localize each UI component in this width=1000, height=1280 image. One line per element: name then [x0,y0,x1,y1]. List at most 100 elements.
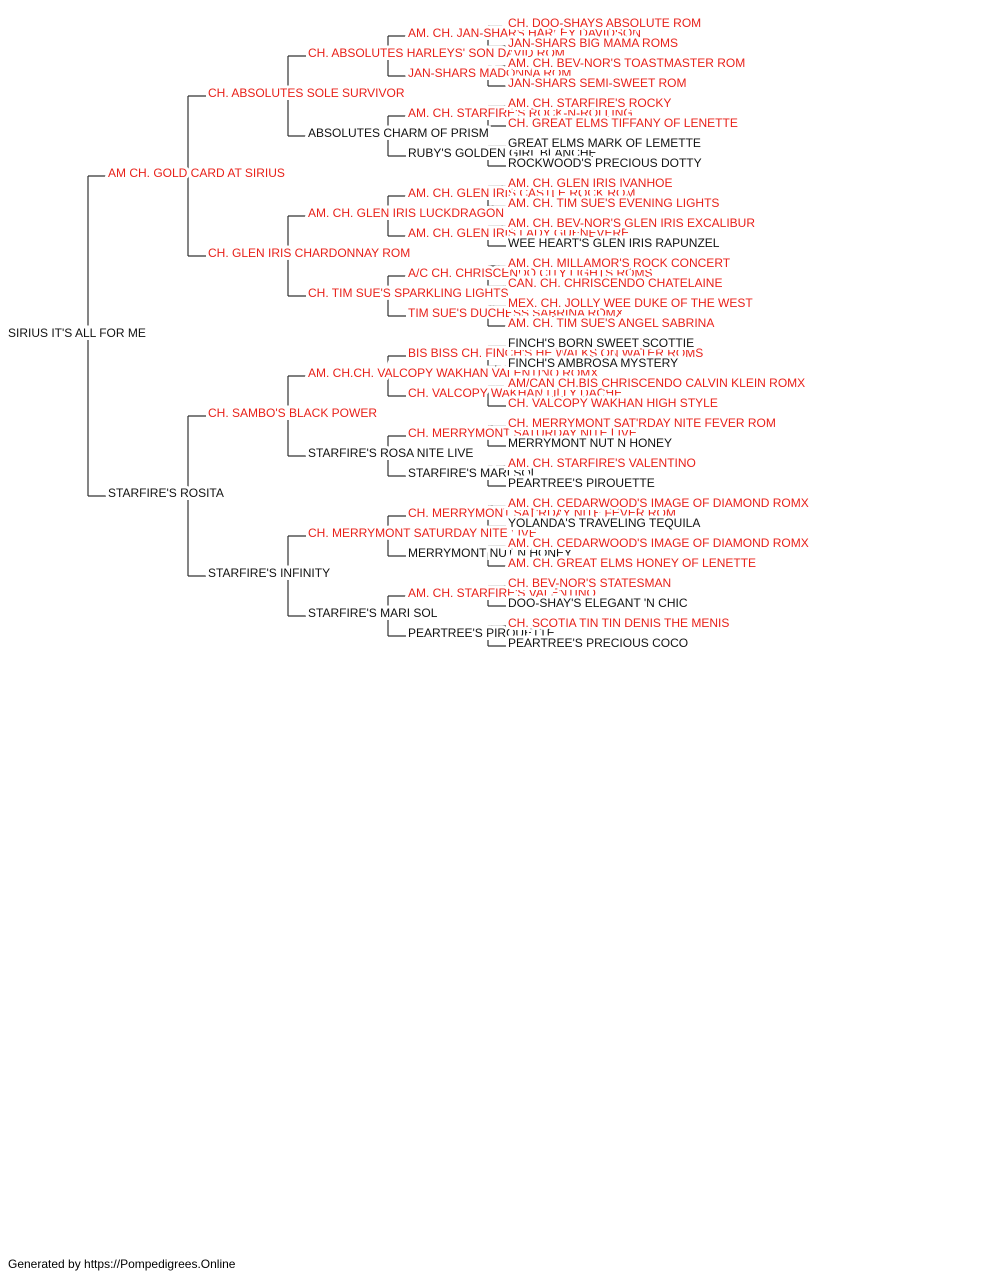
ancestor-name-gen3[interactable]: STARFIRE'S MARI SOL [308,606,438,620]
ancestor-name-gen4[interactable]: AM. CH. GLEN IRIS LADY GUENEVERE [408,226,629,240]
label-halo: CH. ABSOLUTES SOLE SURVIVOR [208,86,405,100]
ancestor-name-gen5[interactable]: JAN-SHARS SEMI-SWEET ROM [508,76,686,90]
ancestor-name-gen5[interactable]: CH. SCOTIA TIN TIN DENIS THE MENIS [508,616,729,630]
label-halo: CH. DOO-SHAYS ABSOLUTE ROM [508,16,701,30]
ancestor-name-gen5[interactable]: DOO-SHAY'S ELEGANT 'N CHIC [508,596,688,610]
ancestor-name-gen3[interactable]: ABSOLUTES CHARM OF PRISM [308,126,489,140]
label-halo: PEARTREE'S PIROUETTE [508,476,655,490]
ancestor-name-gen4[interactable]: AM. CH. STARFIRE'S ROCK-N-ROLLING [408,106,633,120]
label-halo: AM. CH. STARFIRE'S VALENTINO [408,586,596,600]
ancestor-name-gen5[interactable]: MEX. CH. JOLLY WEE DUKE OF THE WEST [508,296,753,310]
ancestor-name-gen5[interactable]: AM. CH. CEDARWOOD'S IMAGE OF DIAMOND ROM… [508,496,809,510]
ancestor-name-gen5[interactable]: AM. CH. BEV-NOR'S GLEN IRIS EXCALIBUR [508,216,755,230]
ancestor-name-gen5[interactable]: AM. CH. CEDARWOOD'S IMAGE OF DIAMOND ROM… [508,536,809,550]
ancestor-name-gen4[interactable]: A/C CH. CHRISCENDO CITY LIGHTS ROMS [408,266,652,280]
label-halo: CAN. CH. CHRISCENDO CHATELAINE [508,276,722,290]
ancestor-name-gen3[interactable]: STARFIRE'S ROSA NITE LIVE [308,446,473,460]
ancestor-name-gen5[interactable]: PEARTREE'S PIROUETTE [508,476,655,490]
ancestor-name-gen4[interactable]: AM. CH. JAN-SHARS HARLEY DAVIDSON [408,26,641,40]
ancestor-name-gen2[interactable]: STARFIRE'S INFINITY [208,566,330,580]
ancestor-name-gen5[interactable]: CH. GREAT ELMS TIFFANY OF LENETTE [508,116,738,130]
ancestor-name-gen5[interactable]: FINCH'S BORN SWEET SCOTTIE [508,336,694,350]
label-halo: AM. CH. STARFIRE'S VALENTINO [508,456,696,470]
ancestor-name-gen5[interactable]: AM/CAN CH.BIS CHRISCENDO CALVIN KLEIN RO… [508,376,805,390]
ancestor-name-gen5[interactable]: JAN-SHARS BIG MAMA ROMS [508,36,678,50]
ancestor-name-gen5[interactable]: PEARTREE'S PRECIOUS COCO [508,636,688,650]
ancestor-name-gen4[interactable]: RUBY'S GOLDEN GIRL BLANCHE [408,146,597,160]
ancestor-name-gen3[interactable]: CH. MERRYMONT SATURDAY NITE LIVE [308,526,537,540]
ancestor-name-gen3[interactable]: AM. CH.CH. VALCOPY WAKHAN VALENTINO ROMX [308,366,598,380]
label-halo: ABSOLUTES CHARM OF PRISM [308,126,489,140]
ancestor-name-gen5[interactable]: CAN. CH. CHRISCENDO CHATELAINE [508,276,722,290]
ancestor-name-gen5[interactable]: AM. CH. MILLAMOR'S ROCK CONCERT [508,256,731,270]
label-halo: JAN-SHARS BIG MAMA ROMS [508,36,678,50]
ancestor-name-gen5[interactable]: CH. MERRYMONT SAT'RDAY NITE FEVER ROM [508,416,776,430]
label-halo: GREAT ELMS MARK OF LEMETTE [508,136,701,150]
label-halo: SIRIUS IT'S ALL FOR ME [8,326,146,340]
label-halo: AM. CH. JAN-SHARS HARLEY DAVIDSON [408,26,641,40]
ancestor-name-gen5[interactable]: AM. CH. GLEN IRIS IVANHOE [508,176,672,190]
label-halo: AM. CH. GREAT ELMS HONEY OF LENETTE [508,556,756,570]
label-halo: AM. CH. STARFIRE'S ROCK-N-ROLLING [408,106,633,120]
ancestor-name-gen5[interactable]: YOLANDA'S TRAVELING TEQUILA [508,516,700,530]
ancestor-name-gen5[interactable]: ROCKWOOD'S PRECIOUS DOTTY [508,156,702,170]
label-halo: CH. ABSOLUTES HARLEYS' SON DAVID ROM [308,46,565,60]
label-halo: CH. SAMBO'S BLACK POWER [208,406,377,420]
ancestor-name-gen4[interactable]: BIS BISS CH. FINCH'S HE WALKS ON WATER R… [408,346,703,360]
ancestor-name-gen5[interactable]: WEE HEART'S GLEN IRIS RAPUNZEL [508,236,720,250]
label-halo: CH. VALCOPY WAKHAN HIGH STYLE [508,396,718,410]
ancestor-name-gen1[interactable]: AM CH. GOLD CARD AT SIRIUS [108,166,285,180]
label-halo: WEE HEART'S GLEN IRIS RAPUNZEL [508,236,720,250]
subject-dog-name[interactable]: SIRIUS IT'S ALL FOR ME [8,326,146,340]
label-halo: AM. CH. STARFIRE'S ROCKY [508,96,671,110]
ancestor-name-gen5[interactable]: MERRYMONT NUT N HONEY [508,436,672,450]
label-halo: CH. MERRYMONT SAT'RDAY NITE FEVER ROM [408,506,676,520]
ancestor-name-gen4[interactable]: CH. VALCOPY WAKHAN LILLY DACHE [408,386,622,400]
label-halo: STARFIRE'S MARI SOL [308,606,438,620]
label-halo: MERRYMONT NUT N HONEY [408,546,572,560]
ancestor-name-gen5[interactable]: FINCH'S AMBROSA MYSTERY [508,356,678,370]
ancestor-name-gen5[interactable]: AM. CH. GREAT ELMS HONEY OF LENETTE [508,556,756,570]
label-halo: AM. CH. GLEN IRIS LADY GUENEVERE [408,226,629,240]
label-halo: CH. VALCOPY WAKHAN LILLY DACHE [408,386,622,400]
label-halo: CH. TIM SUE'S SPARKLING LIGHTS [308,286,509,300]
label-halo: FINCH'S BORN SWEET SCOTTIE [508,336,694,350]
label-halo: PEARTREE'S PIROUETTE [408,626,555,640]
label-halo: STARFIRE'S ROSITA [108,486,224,500]
label-halo: MEX. CH. JOLLY WEE DUKE OF THE WEST [508,296,753,310]
ancestor-name-gen5[interactable]: AM. CH. BEV-NOR'S TOASTMASTER ROM [508,56,745,70]
ancestor-name-gen3[interactable]: CH. TIM SUE'S SPARKLING LIGHTS [308,286,509,300]
ancestor-name-gen4[interactable]: TIM SUE'S DUCHESS SABRINA ROMX [408,306,624,320]
ancestor-name-gen4[interactable]: CH. MERRYMONT SATURDAY NITE LIVE [408,426,637,440]
ancestor-name-gen4[interactable]: AM. CH. STARFIRE'S VALENTINO [408,586,596,600]
ancestor-name-gen2[interactable]: CH. GLEN IRIS CHARDONNAY ROM [208,246,410,260]
label-halo: ROCKWOOD'S PRECIOUS DOTTY [508,156,702,170]
ancestor-name-gen5[interactable]: CH. VALCOPY WAKHAN HIGH STYLE [508,396,718,410]
label-halo: CH. MERRYMONT SATURDAY NITE LIVE [308,526,537,540]
ancestor-name-gen5[interactable]: AM. CH. TIM SUE'S ANGEL SABRINA [508,316,714,330]
ancestor-name-gen4[interactable]: STARFIRE'S MARI SOL [408,466,538,480]
ancestor-name-gen4[interactable]: JAN-SHARS MADONNA ROM [408,66,571,80]
ancestor-name-gen5[interactable]: CH. DOO-SHAYS ABSOLUTE ROM [508,16,701,30]
ancestor-name-gen3[interactable]: CH. ABSOLUTES HARLEYS' SON DAVID ROM [308,46,565,60]
ancestor-name-gen1[interactable]: STARFIRE'S ROSITA [108,486,224,500]
ancestor-name-gen2[interactable]: CH. ABSOLUTES SOLE SURVIVOR [208,86,405,100]
label-halo: AM. CH. GLEN IRIS LUCKDRAGON [308,206,504,220]
ancestor-name-gen5[interactable]: AM. CH. TIM SUE'S EVENING LIGHTS [508,196,719,210]
label-halo: YOLANDA'S TRAVELING TEQUILA [508,516,700,530]
ancestor-name-gen4[interactable]: AM. CH. GLEN IRIS CASTLE ROCK ROM [408,186,635,200]
ancestor-name-gen5[interactable]: CH. BEV-NOR'S STATESMAN [508,576,671,590]
ancestor-name-gen4[interactable]: MERRYMONT NUT N HONEY [408,546,572,560]
ancestor-name-gen3[interactable]: AM. CH. GLEN IRIS LUCKDRAGON [308,206,504,220]
ancestor-name-gen4[interactable]: CH. MERRYMONT SAT'RDAY NITE FEVER ROM [408,506,676,520]
ancestor-name-gen2[interactable]: CH. SAMBO'S BLACK POWER [208,406,377,420]
ancestor-name-gen4[interactable]: PEARTREE'S PIROUETTE [408,626,555,640]
label-halo: AM. CH. GLEN IRIS IVANHOE [508,176,672,190]
label-halo: STARFIRE'S INFINITY [208,566,330,580]
label-halo: AM. CH. BEV-NOR'S TOASTMASTER ROM [508,56,745,70]
ancestor-name-gen5[interactable]: AM. CH. STARFIRE'S VALENTINO [508,456,696,470]
ancestor-name-gen5[interactable]: GREAT ELMS MARK OF LEMETTE [508,136,701,150]
ancestor-name-gen5[interactable]: AM. CH. STARFIRE'S ROCKY [508,96,671,110]
label-halo: JAN-SHARS MADONNA ROM [408,66,571,80]
